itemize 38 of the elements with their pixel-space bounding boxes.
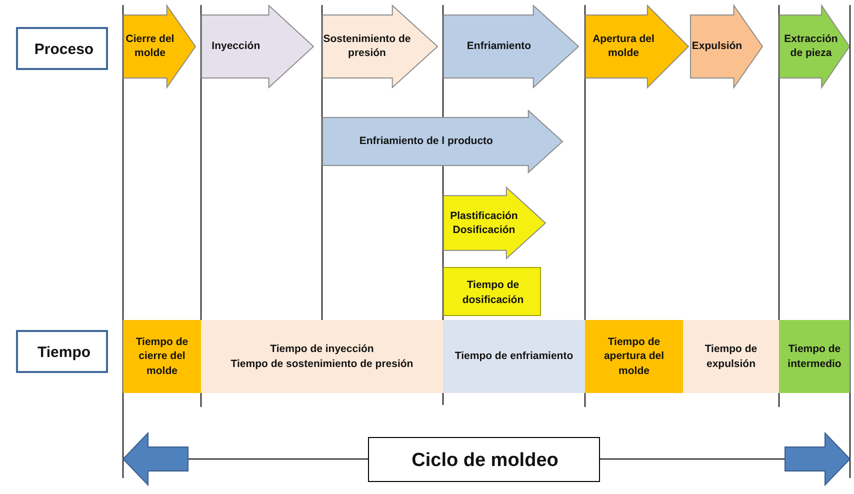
step-label: Extracción de pieza: [783, 32, 839, 62]
row-title: Proceso: [33, 40, 95, 60]
step-label: Tiempo de cierre del molde: [134, 335, 190, 379]
cycle-title: Ciclo de moldeo: [410, 448, 560, 473]
time-bar: [779, 320, 850, 393]
step-label: Enfriamiento de l producto: [358, 134, 494, 150]
time-bar: [443, 320, 585, 393]
step-label: Tiempo de apertura del molde: [602, 335, 666, 379]
time-box: [443, 267, 541, 316]
phase-banner: [443, 187, 546, 259]
phase-banner: [585, 5, 689, 88]
time-bar: [201, 320, 443, 393]
step-label: Plastificación Dosificación: [449, 208, 519, 238]
phase-banner: [690, 5, 763, 88]
time-bar: [683, 320, 779, 393]
time-bar: [585, 320, 683, 393]
row-label: [16, 27, 108, 70]
phase-banner: [201, 5, 314, 88]
cycle-label-box: [368, 437, 600, 482]
phase-banner: [443, 5, 579, 88]
step-label: Enfriamiento: [466, 39, 532, 54]
phase-banner: [779, 5, 850, 88]
phase-banner: [322, 5, 438, 88]
step-label: Tiempo de dosificación: [461, 278, 525, 308]
step-label: Tiempo de inyección Tiempo de sostenimiento de presión: [230, 342, 414, 372]
time-bar: [123, 320, 201, 393]
step-label: Apertura del molde: [592, 32, 656, 62]
step-label: Expulsión: [691, 39, 743, 54]
row-title: Tiempo: [36, 343, 92, 364]
row-label: [16, 330, 108, 373]
phase-banner: [123, 5, 196, 88]
step-label: Cierre del molde: [124, 32, 176, 62]
step-label: Inyección: [210, 39, 262, 54]
step-label: Tiempo de intermedio: [786, 342, 842, 372]
step-label: Tiempo de expulsión: [704, 342, 758, 372]
step-label: Sostenimiento de presión: [323, 32, 411, 62]
step-label: Tiempo de enfriamiento: [454, 349, 574, 364]
phase-banner: [322, 110, 563, 173]
